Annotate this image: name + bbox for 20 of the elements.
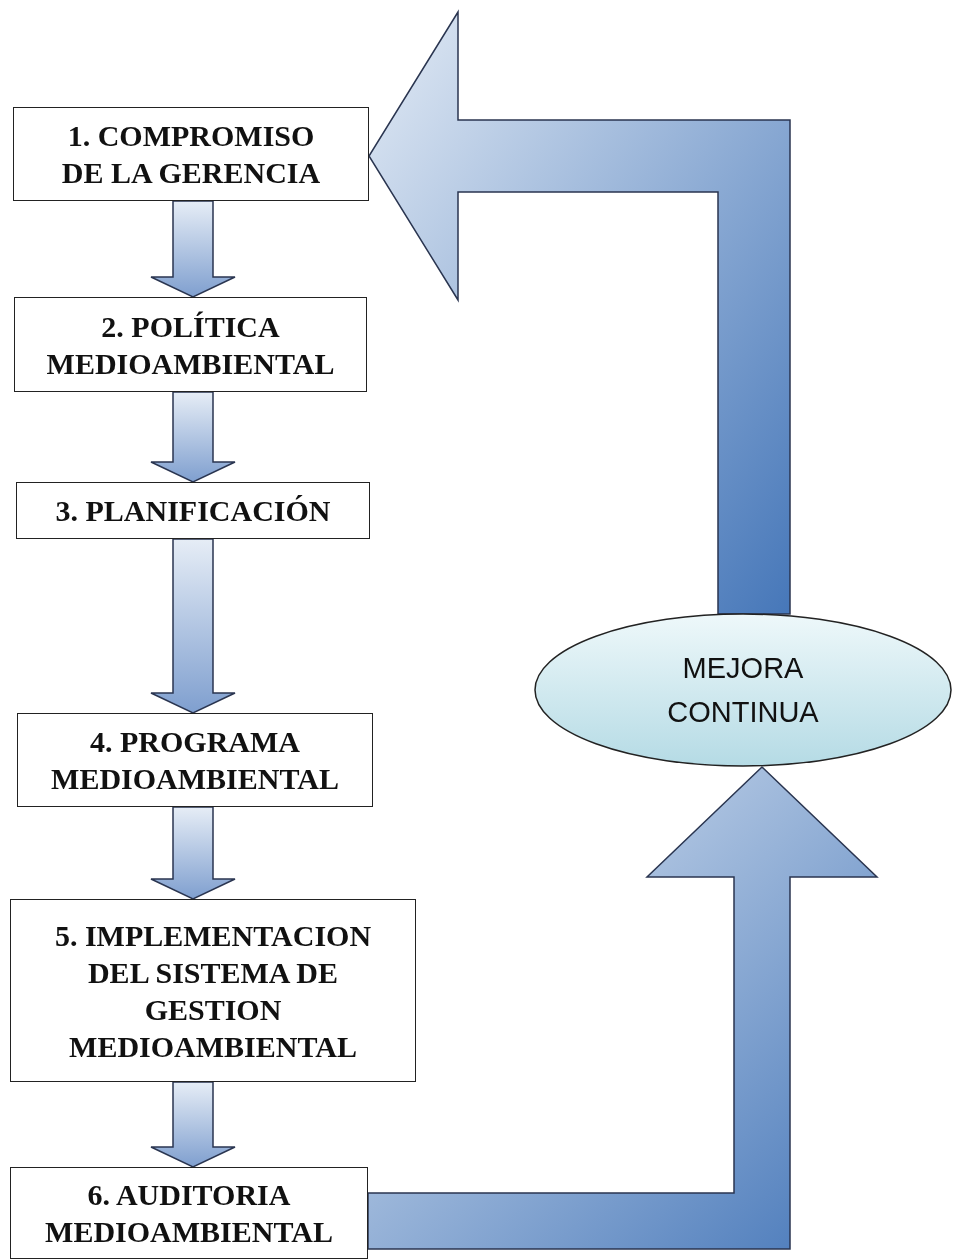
ellipse-label: MEJORA CONTINUA [666, 651, 820, 730]
box-label: 3. PLANIFICACIÓN [55, 493, 331, 529]
process-box [10, 1167, 368, 1259]
box-label: 2. POLÍTICA MEDIOAMBIENTAL [45, 308, 336, 382]
block-arrow [150, 538, 236, 714]
block-arrow [150, 806, 236, 900]
process-box [13, 107, 369, 201]
process-box [10, 899, 416, 1082]
block-arrow [368, 9, 791, 615]
box-label: 1. COMPROMISO DE LA GERENCIA [60, 118, 322, 191]
process-box [16, 482, 370, 539]
box-label: 6. AUDITORIA MEDIOAMBIENTAL [44, 1177, 334, 1250]
block-arrow [367, 765, 879, 1250]
box-label: 4. PROGRAMA MEDIOAMBIENTAL [50, 724, 340, 797]
process-box [17, 713, 373, 807]
block-arrow [150, 391, 236, 483]
block-arrow [150, 200, 236, 298]
block-arrow [150, 1081, 236, 1168]
box-label: 5. IMPLEMENTACION DEL SISTEMA DE GESTION MEDIOAMBIENTAL [53, 917, 373, 1065]
process-box [14, 297, 367, 392]
